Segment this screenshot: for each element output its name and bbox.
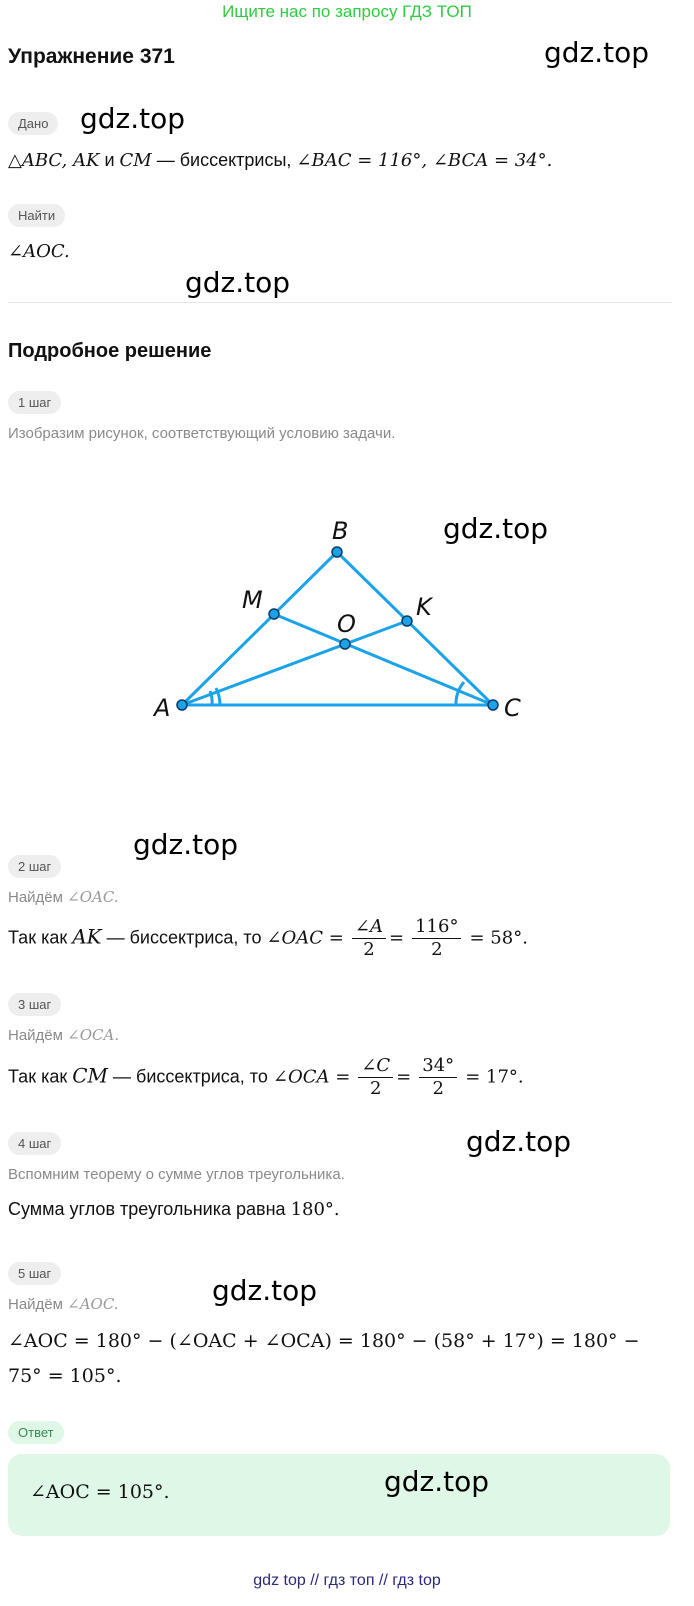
step5-eq-line2: 75° = 105°. <box>8 1365 122 1387</box>
footer-links[interactable]: gdz top // гдз топ // гдз top <box>253 1572 441 1589</box>
step4-chip: 4 шаг <box>8 1132 62 1155</box>
point-k <box>401 615 413 627</box>
label-c: C <box>504 694 521 722</box>
point-a <box>176 699 188 711</box>
angle-mark-a2 <box>214 687 222 706</box>
answer-chip: Ответ <box>8 1421 64 1444</box>
step2-find-prefix: Найдём <box>8 889 68 906</box>
watermark: gdz.top <box>443 512 549 545</box>
step2-result: = 58°. <box>469 927 528 949</box>
watermark: gdz.top <box>466 1125 572 1158</box>
watermark: gdz.top <box>80 102 186 135</box>
watermark: gdz.top <box>212 1274 318 1307</box>
find-chip: Найти <box>8 204 66 227</box>
answer-box <box>8 1454 670 1536</box>
step4-line-math: 180°. <box>290 1199 340 1220</box>
bisector-cm <box>273 612 494 707</box>
step3-f1-den: 2 <box>370 1078 382 1099</box>
step3-f2-den: 2 <box>432 1078 444 1099</box>
given-angles: ∠BAC = 116°, ∠BCA = 34°. <box>296 150 553 171</box>
step2-prefix: Так как <box>8 927 73 948</box>
watermark: gdz.top <box>384 1465 490 1498</box>
step3-find-math: ∠OCA. <box>67 1026 120 1044</box>
watermark: gdz.top <box>133 828 239 861</box>
step3-f2-num: 34° <box>419 1055 458 1078</box>
side-bc <box>335 550 495 707</box>
step4-line-prefix: Сумма углов треугольника равна <box>8 1199 291 1219</box>
point-b <box>331 546 343 558</box>
step3-find: Найдём ∠OCA. <box>8 1026 119 1044</box>
label-o: O <box>337 610 356 638</box>
given-text: — биссектрисы, <box>151 150 297 170</box>
step5-eq-line1: ∠AOC = 180° − (∠OAC + ∠OCA) = 180° − (58… <box>8 1330 640 1352</box>
triangle-figure: A B C M K O <box>152 517 521 722</box>
watermark: gdz.top <box>185 266 291 299</box>
step3-find-prefix: Найдём <box>8 1027 68 1044</box>
step3-seg: CM <box>72 1063 109 1088</box>
point-m <box>268 608 280 620</box>
step2-chip: 2 шаг <box>8 855 62 878</box>
step5-find: Найдём ∠AOC. <box>8 1295 119 1313</box>
step2-seg: AK <box>72 924 102 949</box>
step2-lhs: ∠OAC = <box>266 927 344 949</box>
label-m: M <box>242 586 263 614</box>
watermark: gdz.top <box>544 36 650 69</box>
step4-line: Сумма углов треугольника равна 180°. <box>8 1199 340 1220</box>
answer-value: ∠AOC = 105°. <box>30 1481 170 1503</box>
label-a: A <box>152 694 170 722</box>
side-ab <box>180 550 339 707</box>
step4-text: Вспомним теорему о сумме углов треугольн… <box>8 1166 345 1183</box>
step2-f2-den: 2 <box>431 939 443 960</box>
step2-find: Найдём ∠OAC. <box>8 888 119 906</box>
step3-f1-num: ∠C <box>358 1055 394 1078</box>
angle-mark-c <box>454 681 466 706</box>
given-cm: CM <box>119 150 152 171</box>
given-statement: △ABC, AK и CM — биссектрисы, ∠BAC = 116°… <box>8 150 552 171</box>
step2-fraction-2: 116°2 <box>412 916 462 961</box>
step2-f2-num: 116° <box>412 916 462 939</box>
step2-f1-den: 2 <box>363 939 375 960</box>
step5-chip: 5 шаг <box>8 1262 62 1285</box>
given-chip: Дано <box>8 112 59 135</box>
find-value: ∠AOC. <box>8 241 70 262</box>
step2-f1-num: ∠A <box>351 916 386 939</box>
step2-mid: — биссектриса, то <box>101 927 267 948</box>
bisector-ak <box>181 619 408 707</box>
point-c <box>487 699 499 711</box>
divider <box>8 302 672 303</box>
angle-mark-a <box>208 690 214 706</box>
label-b: B <box>332 517 348 545</box>
step2-find-math: ∠OAC. <box>67 888 119 906</box>
step5-find-prefix: Найдём <box>8 1296 68 1313</box>
label-k: K <box>416 593 434 621</box>
point-o <box>339 638 351 650</box>
step5-find-math: ∠AOC. <box>67 1295 119 1313</box>
page-title: Упражнение 371 <box>8 45 175 68</box>
step3-result: = 17°. <box>465 1066 524 1088</box>
step1-text: Изобразим рисунок, соответствующий услов… <box>8 425 396 442</box>
given-conj: и <box>99 150 120 170</box>
step3-lhs: ∠OCA = <box>272 1066 351 1088</box>
given-triangle: △ABC, AK <box>8 150 100 171</box>
step1-chip: 1 шаг <box>8 391 62 414</box>
step3-mid: — биссектриса, то <box>108 1066 273 1087</box>
top-banner[interactable]: Ищите нас по запросу ГДЗ ТОП <box>222 2 472 21</box>
step3-fraction-2: 34°2 <box>419 1055 458 1100</box>
step3-chip: 3 шаг <box>8 993 62 1016</box>
solution-heading: Подробное решение <box>8 340 212 362</box>
step3-prefix: Так как <box>8 1066 73 1087</box>
